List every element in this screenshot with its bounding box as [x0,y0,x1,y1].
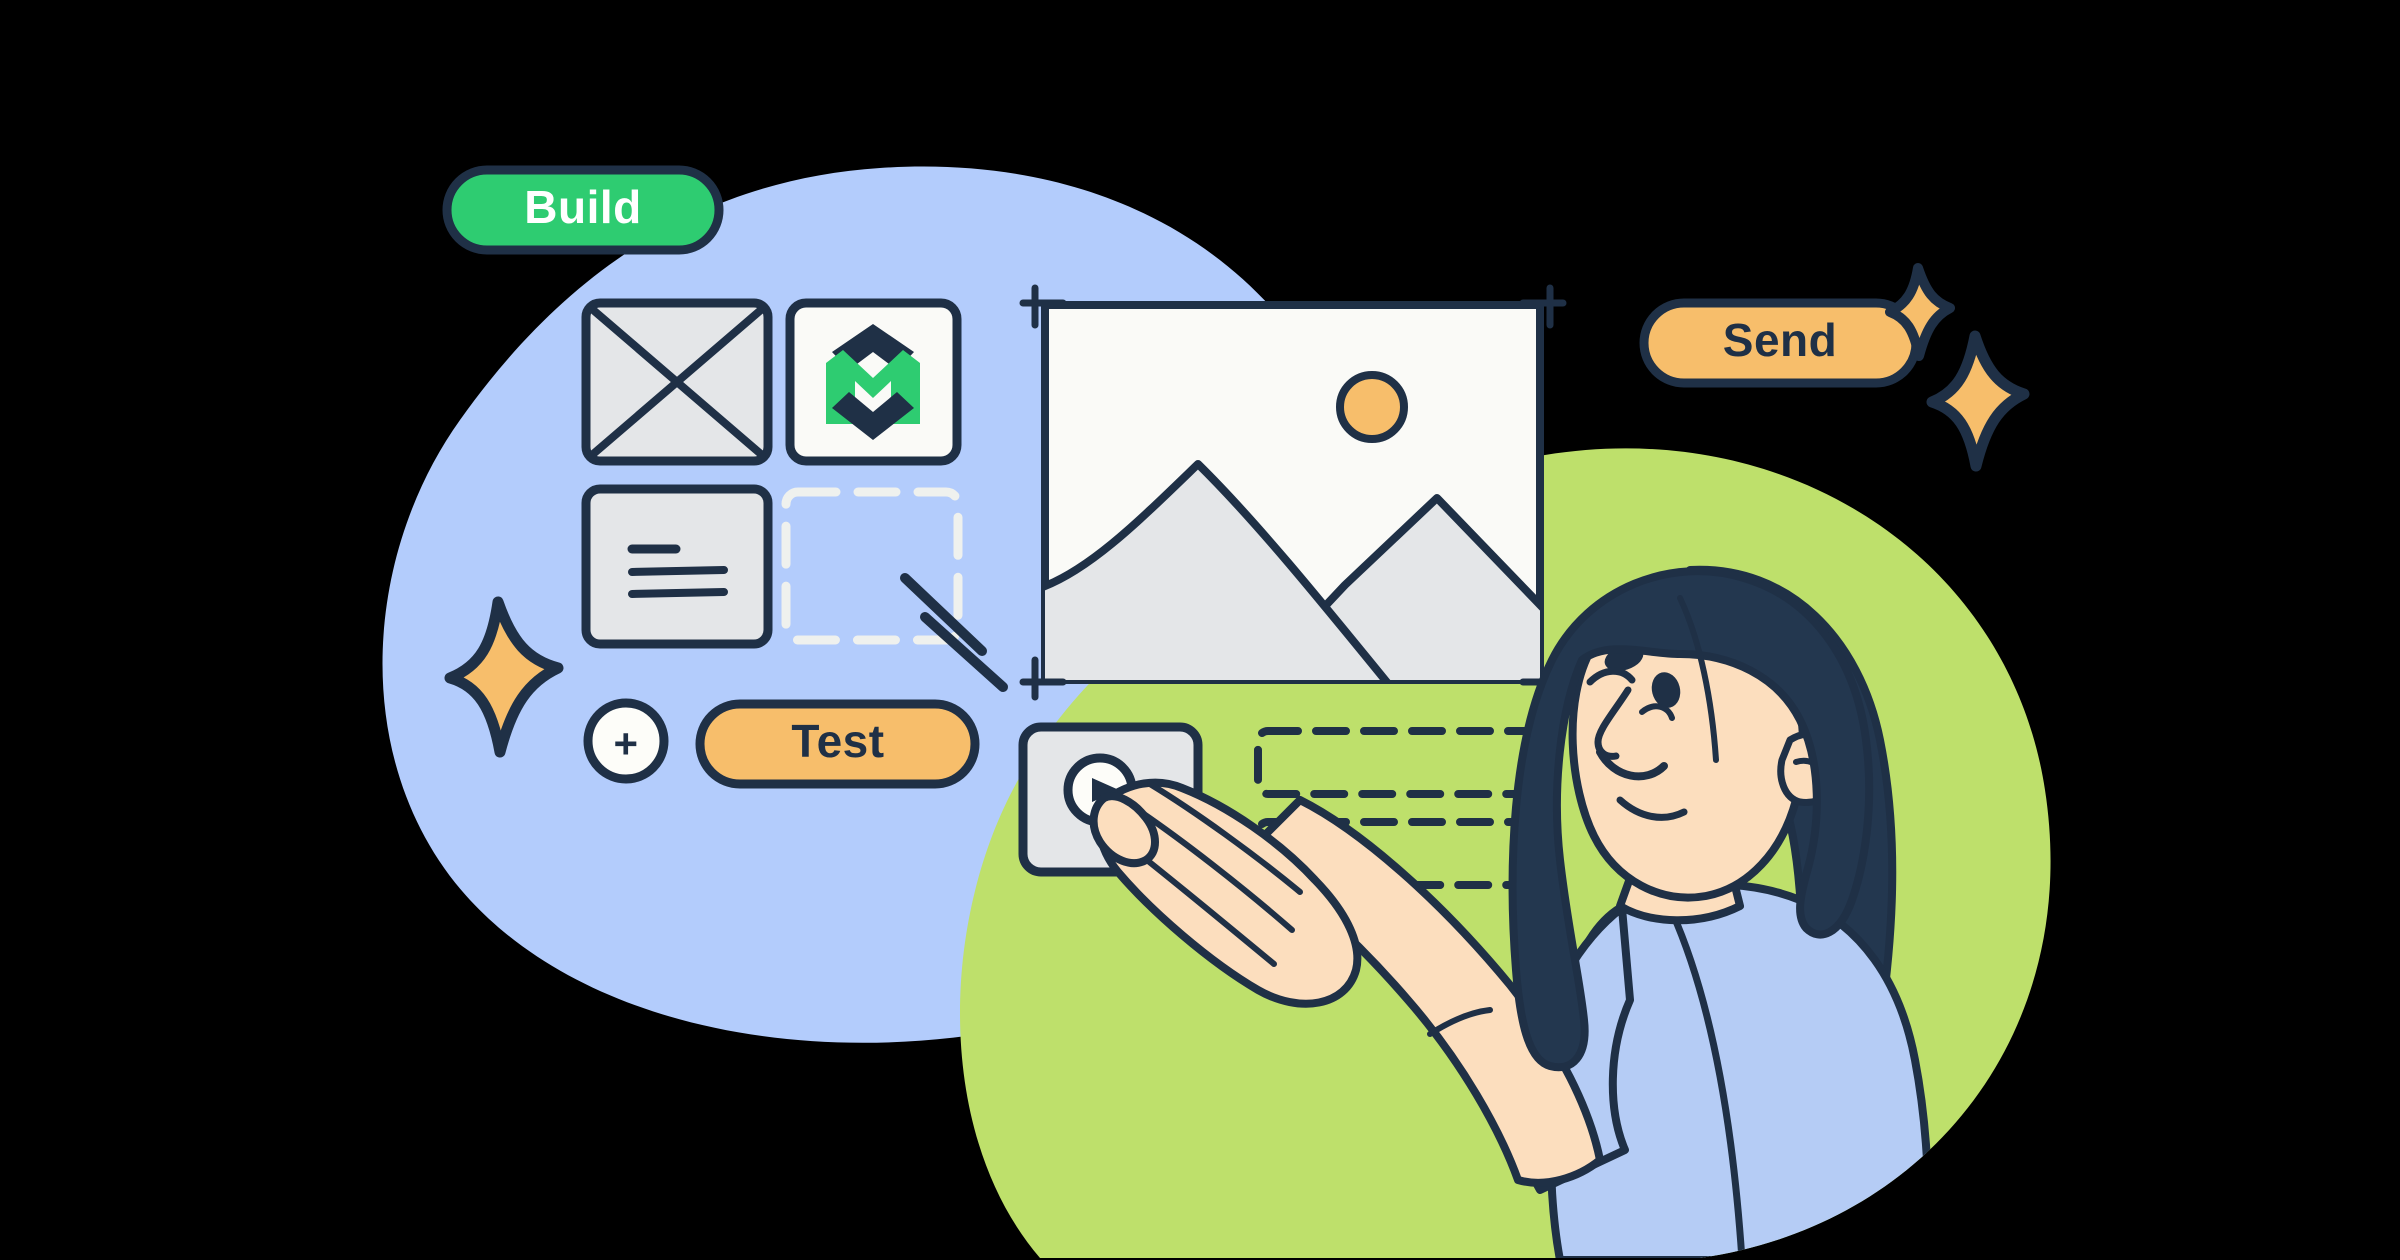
send-button[interactable]: Send [1639,298,1921,388]
drag-stroke-1 [900,573,987,656]
drag-stroke-2 [920,612,1008,692]
chin [1616,796,1688,821]
drag-gesture-marks [900,573,1008,692]
build-button-label: Build [524,181,641,233]
send-button-label: Send [1723,314,1837,366]
drop-zone-outline [781,487,963,645]
sparkle-right-large [1926,330,2030,472]
text-block-tile[interactable] [581,484,773,649]
test-button-bg [695,699,980,789]
test-button[interactable]: Test [695,699,980,789]
add-button[interactable]: + [583,698,669,784]
nostril [1639,703,1675,721]
add-button-bg [583,698,669,784]
nose [1594,686,1632,760]
hand-thumb [1089,792,1159,868]
build-button[interactable]: Build [442,165,724,255]
sparkle-top-right-small [1885,263,1955,361]
woman-pressing-play [1089,565,1933,1258]
image-artboard[interactable] [1019,284,1567,701]
plus-icon: + [613,720,638,767]
drop-zone-tile[interactable] [781,487,963,645]
image-placeholder-tile[interactable] [581,298,773,466]
shirt-fold [1668,908,1746,1258]
hand-palm [1095,778,1362,1008]
logo-chevron-top [832,324,914,370]
build-button-bg [442,165,724,255]
sun-icon [1336,371,1408,443]
sparkle-left [444,596,564,758]
logo-chevron-bottom [832,392,914,440]
mountain-front [1045,460,1391,680]
mouth-smile [1596,748,1668,781]
placeholder-diagonal-2 [588,305,766,459]
hair-strand [1677,595,1719,763]
test-button-label: Test [791,715,884,767]
artboard-content [1045,371,1540,680]
hair-front [1508,567,1874,1072]
brand-logo-tile[interactable] [785,298,962,466]
text-line-long-2 [628,588,728,598]
play-triangle-icon [1092,778,1119,802]
eyebrow [1586,667,1636,686]
text-block-frame [581,484,773,649]
eye-right [1651,672,1681,708]
elbow-crease [1427,1007,1493,1037]
text-line-long-1 [628,566,728,576]
